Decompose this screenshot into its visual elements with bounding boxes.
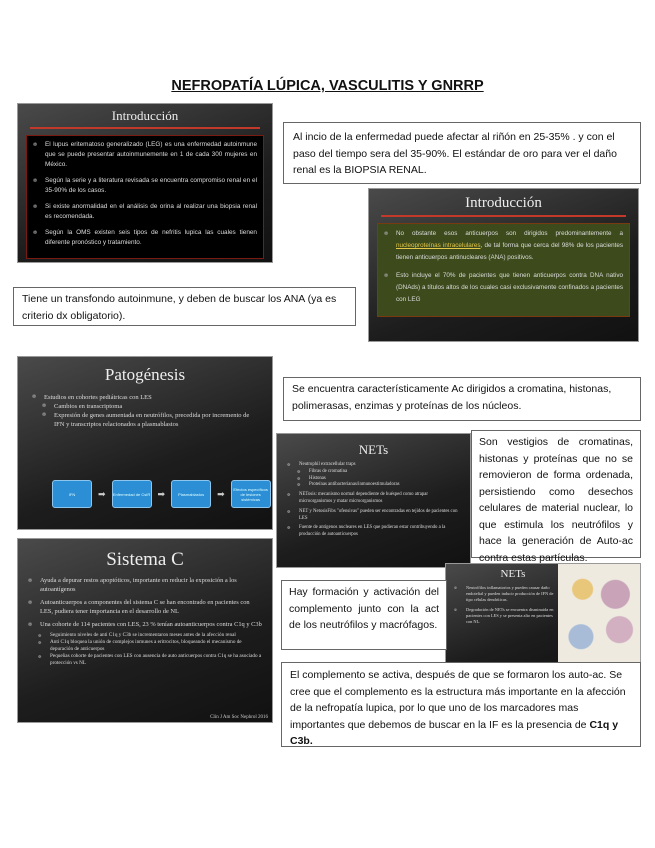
flow-step: Efectos específicos de lesiones sistémic… xyxy=(230,480,271,508)
bullet: El lupus eritematoso generalizado (LEG) … xyxy=(33,140,257,170)
bullet: NETosis: mecanismo normal dependiente de… xyxy=(287,492,460,506)
bullet: Ayuda a depurar restos apoptóticos, impo… xyxy=(28,577,262,594)
flow-step: IFN xyxy=(52,480,92,508)
bullet-text: No obstante esos anticuerpos son dirigid… xyxy=(396,230,623,237)
slide-heading: NETs xyxy=(358,442,389,457)
bullet-text: , de tal forma que cerca del 98% de los … xyxy=(396,242,624,261)
flow-diagram: IFN➡ Enfermedad de CsIR➡ Plasmablastos➡ … xyxy=(52,480,271,508)
bullet: NET y NetosisFibs "ofensivas" pueden ser… xyxy=(287,509,460,523)
bullet: Estudios en cohortes pediátricas con LES xyxy=(32,393,258,402)
slide-heading: Sistema C xyxy=(106,549,184,570)
bullet: Según la OMS existen seis tipos de nefri… xyxy=(33,228,257,248)
flow-step: Enfermedad de CsIR xyxy=(111,480,152,508)
slide-nets-1: NETs Neutrophil extracellular traps Fibr… xyxy=(276,433,471,568)
page-title: NEFROPATÍA LÚPICA, VASCULITIS Y GNRRP xyxy=(171,78,484,94)
bullet: Una cohorte de 114 pacientes con LES, 23… xyxy=(28,621,262,630)
note-box-1: Al incio de la enfermedad puede afectar … xyxy=(283,122,641,184)
slide-content: No obstante esos anticuerpos son dirigid… xyxy=(377,223,630,317)
highlighted-term: nucleoproteínas intracelulares xyxy=(396,242,481,249)
arrow-right-icon: ➡ xyxy=(98,488,106,499)
divider xyxy=(381,215,626,217)
sub-bullet: Fibras de cromatina xyxy=(287,469,460,476)
sub-bullet: Cambios en transcriptoma xyxy=(32,402,258,411)
slide-patogenesis: Patogénesis Estudios en cohortes pediátr… xyxy=(17,356,273,530)
arrow-right-icon: ➡ xyxy=(217,488,225,499)
sub-bullet: Proteínas antibacterianas/inmunoestimula… xyxy=(287,482,460,489)
arrow-right-icon: ➡ xyxy=(157,488,166,499)
bullet: Según la serie y a literatura revisada s… xyxy=(33,176,257,196)
slide-heading: NETs xyxy=(500,568,526,580)
citation: Clin J Am Soc Nephrol 2016 xyxy=(210,715,268,720)
note-box-2: Tiene un transfondo autoinmune, y deben … xyxy=(13,287,356,326)
slide-sistema-c: Sistema C Ayuda a depurar restos apoptót… xyxy=(17,538,273,723)
sub-bullet: Seguimiento niveles de anti C1q y C3b se… xyxy=(28,632,262,639)
note-box-3: Se encuentra característicamente Ac diri… xyxy=(283,377,641,421)
bullet: Fuente de antígenos nucleares en LES que… xyxy=(287,525,460,539)
bullet: Neutrófilos inflamatorios y pueden causa… xyxy=(454,585,554,603)
bullet: Degradación de NETs se encuentra disminu… xyxy=(454,607,554,625)
slide-heading: Introducción xyxy=(465,195,542,211)
slide-heading: Introducción xyxy=(111,108,179,123)
note-box-4: Son vestigios de cromatinas, histonas y … xyxy=(471,430,641,564)
bullet: Neutrophil extracellular traps xyxy=(287,462,460,469)
slide-introduccion-1: Introducción El lupus eritematoso genera… xyxy=(17,103,273,263)
net-illustration-image xyxy=(558,564,640,665)
sub-bullet: Pequeñas cohorte de pacientes con LES co… xyxy=(28,653,262,667)
note-box-5: Hay formación y activación del complemen… xyxy=(281,580,447,650)
flow-step: Plasmablastos xyxy=(171,480,212,508)
slide-introduccion-2: Introducción No obstante esos anticuerpo… xyxy=(368,188,639,342)
divider xyxy=(30,127,260,129)
sub-bullet: Anti C1q bloquea la unión de complejos i… xyxy=(28,639,262,653)
sub-bullet: Histonas xyxy=(287,476,460,483)
note-text: El complemento se activa, después de que… xyxy=(290,669,626,731)
bullet: Autoanticuerpos a componentes del sistem… xyxy=(28,599,262,616)
bullet: Si existe anormalidad en el análisis de … xyxy=(33,202,257,222)
slide-heading: Patogénesis xyxy=(104,365,186,384)
sub-bullet: Expresión de genes aumentada en neutrófi… xyxy=(32,411,258,429)
note-box-6: El complemento se activa, después de que… xyxy=(281,662,641,747)
bullet: Esto incluye el 70% de pacientes que tie… xyxy=(384,270,623,306)
slide-content: El lupus eritematoso generalizado (LEG) … xyxy=(26,135,264,259)
bullet: No obstante esos anticuerpos son dirigid… xyxy=(384,228,623,264)
slide-nets-2: NETs Neutrófilos inflamatorios y pueden … xyxy=(445,563,641,666)
note-bold-text: C1q y C3b. xyxy=(290,718,619,748)
